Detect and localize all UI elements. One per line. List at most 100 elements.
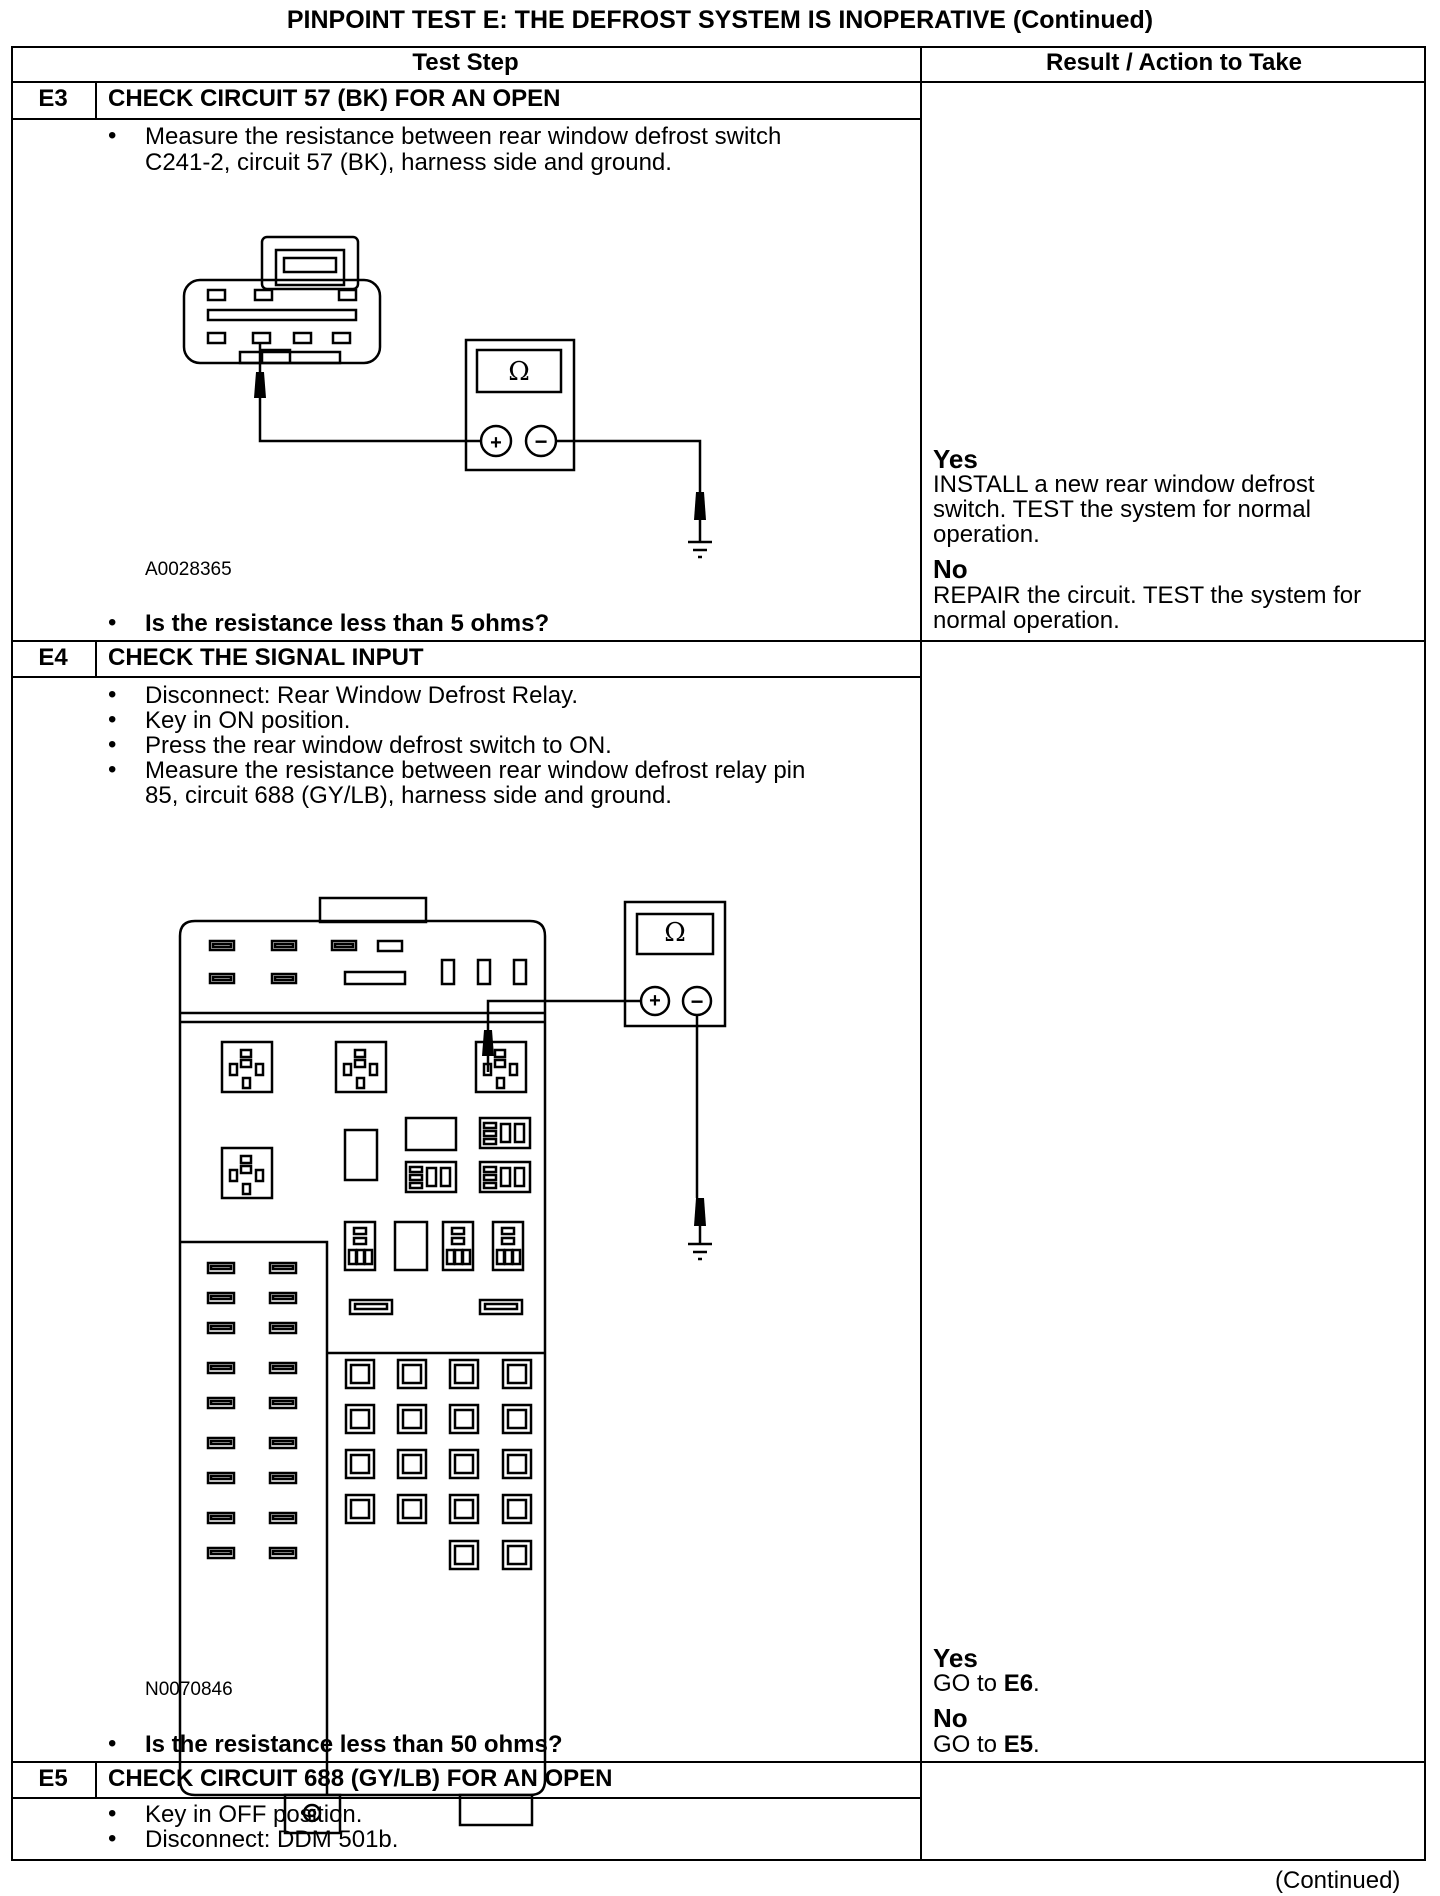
column-divider (920, 46, 922, 1861)
cartridge-fuse-window (506, 1453, 528, 1475)
fuse-pin (352, 1226, 368, 1236)
mini-fuse-slot (271, 1399, 295, 1406)
fuse-pin (352, 1236, 368, 1246)
junction-box-tab (458, 1793, 534, 1827)
relay-pin (495, 1076, 506, 1090)
result-yes-label: Yes (933, 1643, 978, 1673)
mini-fuse (270, 939, 298, 952)
cartridge-fuse-window (401, 1453, 423, 1475)
relay-pin (254, 1168, 265, 1183)
header-test-step: Test Step (412, 49, 519, 76)
mini-fuse (268, 1436, 298, 1450)
result-no-text: REPAIR the circuit. TEST the system for (933, 582, 1362, 609)
mini-fuse-slot (209, 1324, 233, 1331)
mini-fuse-slot (271, 1364, 295, 1371)
step-reference-link: E6 (1003, 1670, 1034, 1697)
relay-pin (239, 1164, 253, 1175)
bullet-dot: • (108, 756, 117, 783)
mini-fuse (206, 1361, 236, 1375)
cartridge-fuse (501, 1358, 533, 1390)
maxi-fuse-slot (353, 1302, 389, 1311)
mini-fuse-slot (209, 1514, 233, 1521)
mini-fuse-slot (273, 975, 295, 982)
maxi-fuse (478, 1298, 524, 1316)
cartridge-fuse-window (453, 1544, 475, 1566)
fuse-slot (440, 958, 456, 986)
cartridge-fuse (501, 1493, 533, 1525)
mini-fuse-slot (333, 942, 355, 949)
cartridge-fuse (448, 1403, 480, 1435)
bullet-dot: • (108, 122, 117, 149)
relay-pin (228, 1062, 239, 1077)
step-heading-e5: CHECK CIRCUIT 688 (GY/LB) FOR AN OPEN (108, 1765, 613, 1792)
cartridge-fuse (396, 1493, 428, 1525)
cartridge-fuse-window (506, 1544, 528, 1566)
step-id-e3: E3 (38, 85, 68, 112)
step-bullet: Key in OFF position. (145, 1801, 363, 1828)
junction-box-bolt (302, 1803, 322, 1823)
pinpoint-test-table (11, 46, 1426, 1861)
bullet-dot: • (108, 681, 117, 708)
bullet-dot: • (108, 731, 117, 758)
result-yes-label: Yes (933, 444, 978, 474)
fuse-pin (500, 1236, 516, 1246)
positive-test-lead (486, 999, 641, 1030)
fuse-pin (439, 1166, 452, 1188)
step-id-divider (95, 640, 97, 676)
step-question-e3: Is the resistance less than 5 ohms? (145, 610, 550, 637)
relay-pin (493, 1058, 507, 1069)
bullet-dot: • (108, 1800, 117, 1827)
mini-fuse-slot (271, 1439, 295, 1446)
row-divider (11, 640, 1426, 642)
mini-fuse (268, 1546, 298, 1560)
ground-icon (688, 1242, 712, 1261)
result-no-label: No (933, 1703, 968, 1733)
fuse-pin (408, 1173, 424, 1182)
step-id-divider (95, 1761, 97, 1797)
cartridge-fuse-window (349, 1453, 371, 1475)
svg-text:+: + (490, 432, 502, 454)
mini-fuse (208, 972, 236, 985)
fuse-block (478, 1116, 532, 1150)
maxi-fuse (343, 970, 407, 986)
fuse-block (343, 1128, 379, 1182)
step-id-divider (95, 81, 97, 118)
cartridge-fuse (344, 1493, 376, 1525)
result-no-label: No (933, 554, 968, 584)
cartridge-fuse-window (506, 1363, 528, 1385)
mini-fuse-slot (211, 975, 233, 982)
relay-pin (241, 1076, 252, 1090)
relay-pin (353, 1058, 367, 1069)
result-yes-text: GO to E6. (933, 1670, 1040, 1697)
cartridge-fuse (448, 1448, 480, 1480)
mini-fuse (330, 939, 358, 952)
bullet-dot: • (108, 706, 117, 733)
step-id-e4: E4 (38, 644, 68, 671)
row-divider (11, 118, 922, 120)
mini-fuse (268, 1361, 298, 1375)
relay-pin (353, 1048, 367, 1059)
mini-fuse (208, 939, 236, 952)
step-bullet-cont: C241-2, circuit 57 (BK), harness side an… (145, 149, 672, 176)
mini-fuse (206, 1546, 236, 1560)
fuse-pin (511, 1248, 522, 1266)
maxi-fuse-slot (483, 1302, 519, 1311)
page-title: PINPOINT TEST E: THE DEFROST SYSTEM IS I… (286, 6, 1154, 34)
mini-fuse (206, 1396, 236, 1410)
fuse-pin (482, 1173, 498, 1182)
fuse-pin (445, 1248, 456, 1266)
fuse-slot (476, 958, 492, 986)
ohmmeter (623, 900, 727, 1028)
cartridge-fuse-window (453, 1363, 475, 1385)
relay-socket (474, 1040, 528, 1094)
fuse-block (343, 1220, 377, 1272)
mini-fuse-slot (271, 1514, 295, 1521)
fuse-pin (513, 1166, 526, 1188)
result-no-text: GO to E5. (933, 1731, 1040, 1758)
cartridge-fuse (448, 1358, 480, 1390)
mini-fuse-slot (209, 1264, 233, 1271)
fuse-block (404, 1160, 458, 1194)
figure-id: A0028365 (145, 559, 232, 580)
cartridge-fuse (396, 1448, 428, 1480)
mini-fuse (268, 1291, 298, 1305)
